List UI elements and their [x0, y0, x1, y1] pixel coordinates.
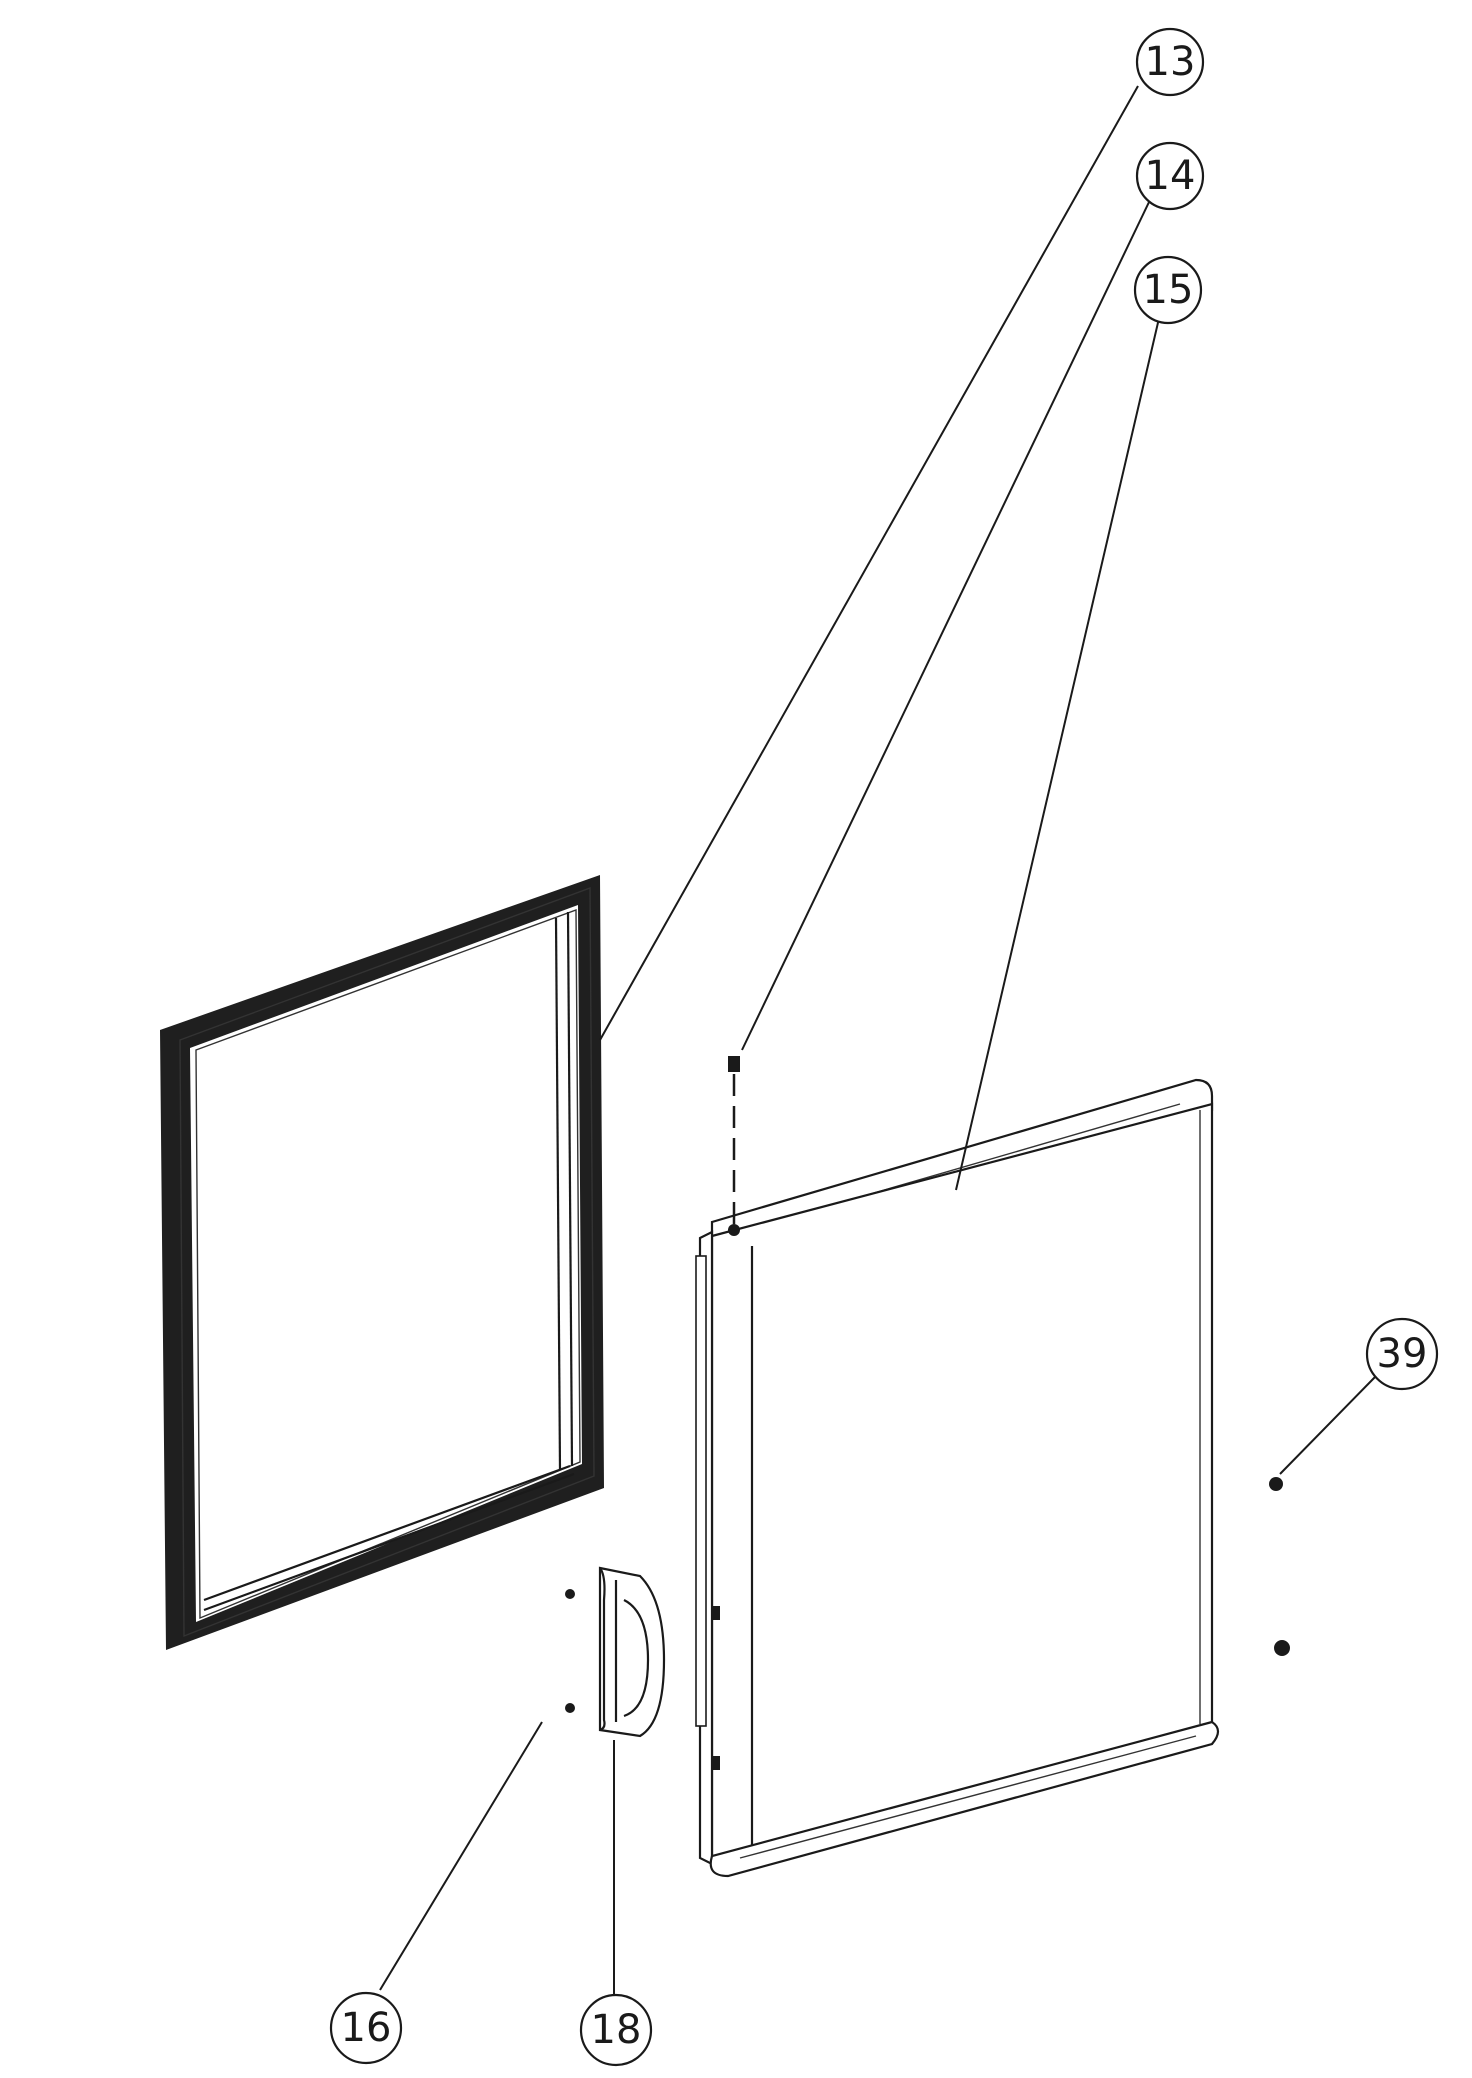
leader-lines: [379, 85, 1377, 1996]
callout-16: 16: [329, 1991, 403, 2065]
handle-screws: [565, 1589, 575, 1713]
door-gasket: [160, 875, 604, 1650]
callout-15: 15: [1133, 255, 1203, 325]
callout-13: 13: [1135, 27, 1205, 97]
callout-15-label: 15: [1143, 267, 1194, 313]
callout-39-label: 39: [1377, 1331, 1428, 1377]
callout-14-label: 14: [1145, 153, 1196, 199]
callout-16-label: 16: [341, 2005, 392, 2051]
door-panel: [695, 1078, 1220, 1878]
door-handle: [598, 1566, 666, 1738]
callout-13-label: 13: [1145, 39, 1196, 85]
callout-18: 18: [579, 1993, 653, 2067]
callout-14: 14: [1135, 141, 1205, 211]
screw-caps: [1269, 1477, 1290, 1656]
callout-39: 39: [1365, 1317, 1439, 1391]
hinge-pin: [728, 1056, 740, 1236]
callout-18-label: 18: [591, 2007, 642, 2053]
